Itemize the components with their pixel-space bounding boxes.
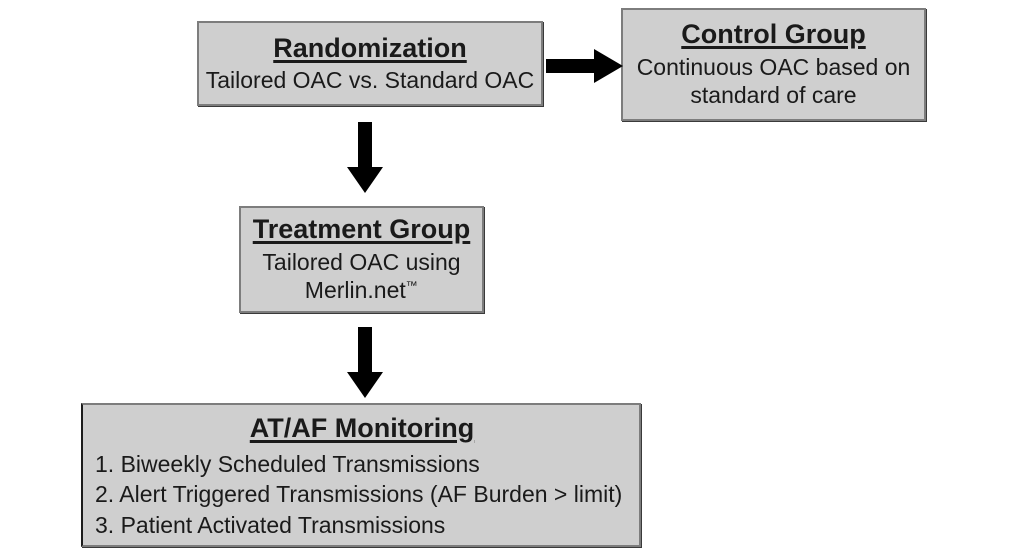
list-item: 1. Biweekly Scheduled Transmissions — [95, 450, 480, 477]
node-control-group-body-line-1: Continuous OAC based on — [636, 54, 911, 81]
trademark-symbol: ™ — [405, 278, 419, 293]
node-randomization-title: Randomization — [273, 32, 467, 63]
node-treatment-group-body-line-1: Tailored OAC using — [262, 249, 461, 276]
node-control-group-body: Continuous OAC based on standard of care — [637, 54, 911, 109]
list-item: 3. Patient Activated Transmissions — [95, 512, 446, 539]
node-control-group: Control Group Continuous OAC based on st… — [621, 8, 926, 121]
node-atafmonitoring-title-text: AT/AF Monitoring — [249, 413, 475, 443]
arrow-randomization-to-control — [546, 46, 624, 86]
node-randomization-body-line-1: Tailored OAC vs. Standard OAC — [205, 66, 535, 93]
arrow-treatment-to-monitoring — [343, 327, 387, 399]
node-treatment-group: Treatment Group Tailored OAC using Merli… — [239, 206, 484, 313]
arrow-randomization-to-treatment — [343, 122, 387, 194]
node-atafmonitoring: AT/AF Monitoring 1. Biweekly Scheduled T… — [81, 403, 641, 547]
node-treatment-group-title: Treatment Group — [252, 214, 471, 245]
node-treatment-group-body-line-2: Merlin.net™ — [262, 277, 460, 305]
node-randomization-body: Tailored OAC vs. Standard OAC — [206, 67, 535, 95]
node-control-group-title: Control Group — [681, 19, 866, 50]
node-treatment-group-body: Tailored OAC using Merlin.net™ — [262, 249, 460, 304]
node-randomization: Randomization Tailored OAC vs. Standard … — [197, 21, 543, 106]
node-atafmonitoring-title: AT/AF Monitoring — [95, 413, 629, 445]
node-atafmonitoring-list: 1. Biweekly Scheduled Transmissions 2. A… — [95, 449, 629, 541]
merlin-net-label: Merlin.net — [304, 276, 406, 303]
list-item: 2. Alert Triggered Transmissions (AF Bur… — [95, 481, 623, 508]
node-control-group-body-line-2: standard of care — [690, 81, 857, 108]
